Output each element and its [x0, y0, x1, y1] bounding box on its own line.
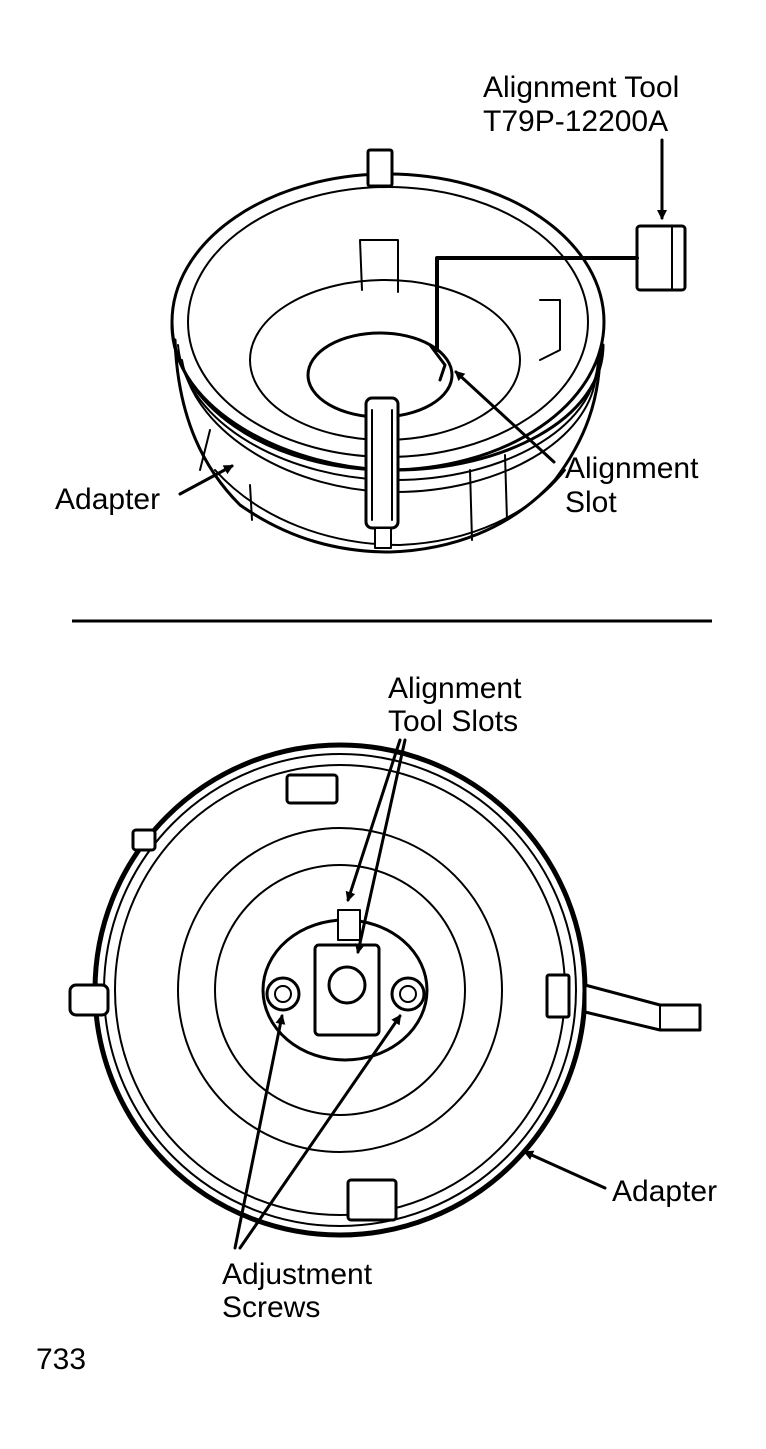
screws-leader-arrow-2: [238, 1014, 402, 1250]
slots-label-line1: Alignment: [388, 672, 522, 705]
slot-leader-arrow: [454, 370, 556, 464]
figure-number: 733: [36, 1343, 87, 1376]
slots-label-line2: Tool Slots: [388, 705, 519, 738]
adapter-label-bottom: Adapter: [612, 1175, 718, 1208]
adapter-label-top: Adapter: [55, 483, 161, 516]
slots-leader-arrow-2: [354, 738, 407, 954]
screws-label-line2: Screws: [222, 1291, 321, 1324]
tool-label-line1: Alignment Tool: [483, 71, 680, 104]
adjustment-screw-left: [265, 976, 301, 1012]
screws-label-line1: Adjustment: [222, 1258, 373, 1291]
adapter-leader-arrow-top: [178, 464, 234, 496]
tool-label-line2: T79P-12200A: [483, 105, 669, 138]
slots-leader-arrow-1: [345, 738, 402, 902]
adjustment-screw-right: [390, 976, 426, 1012]
slot-label-line2: Slot: [565, 486, 617, 519]
adapter-leader-arrow-bottom: [523, 1150, 607, 1190]
distributor-adapter-top-view: [170, 138, 687, 554]
screws-leader-arrow-1: [233, 1014, 286, 1250]
distributor-adapter-plan-view: [68, 738, 702, 1250]
alignment-tool-block: [635, 224, 687, 292]
slot-label-line1: Alignment: [565, 452, 699, 485]
